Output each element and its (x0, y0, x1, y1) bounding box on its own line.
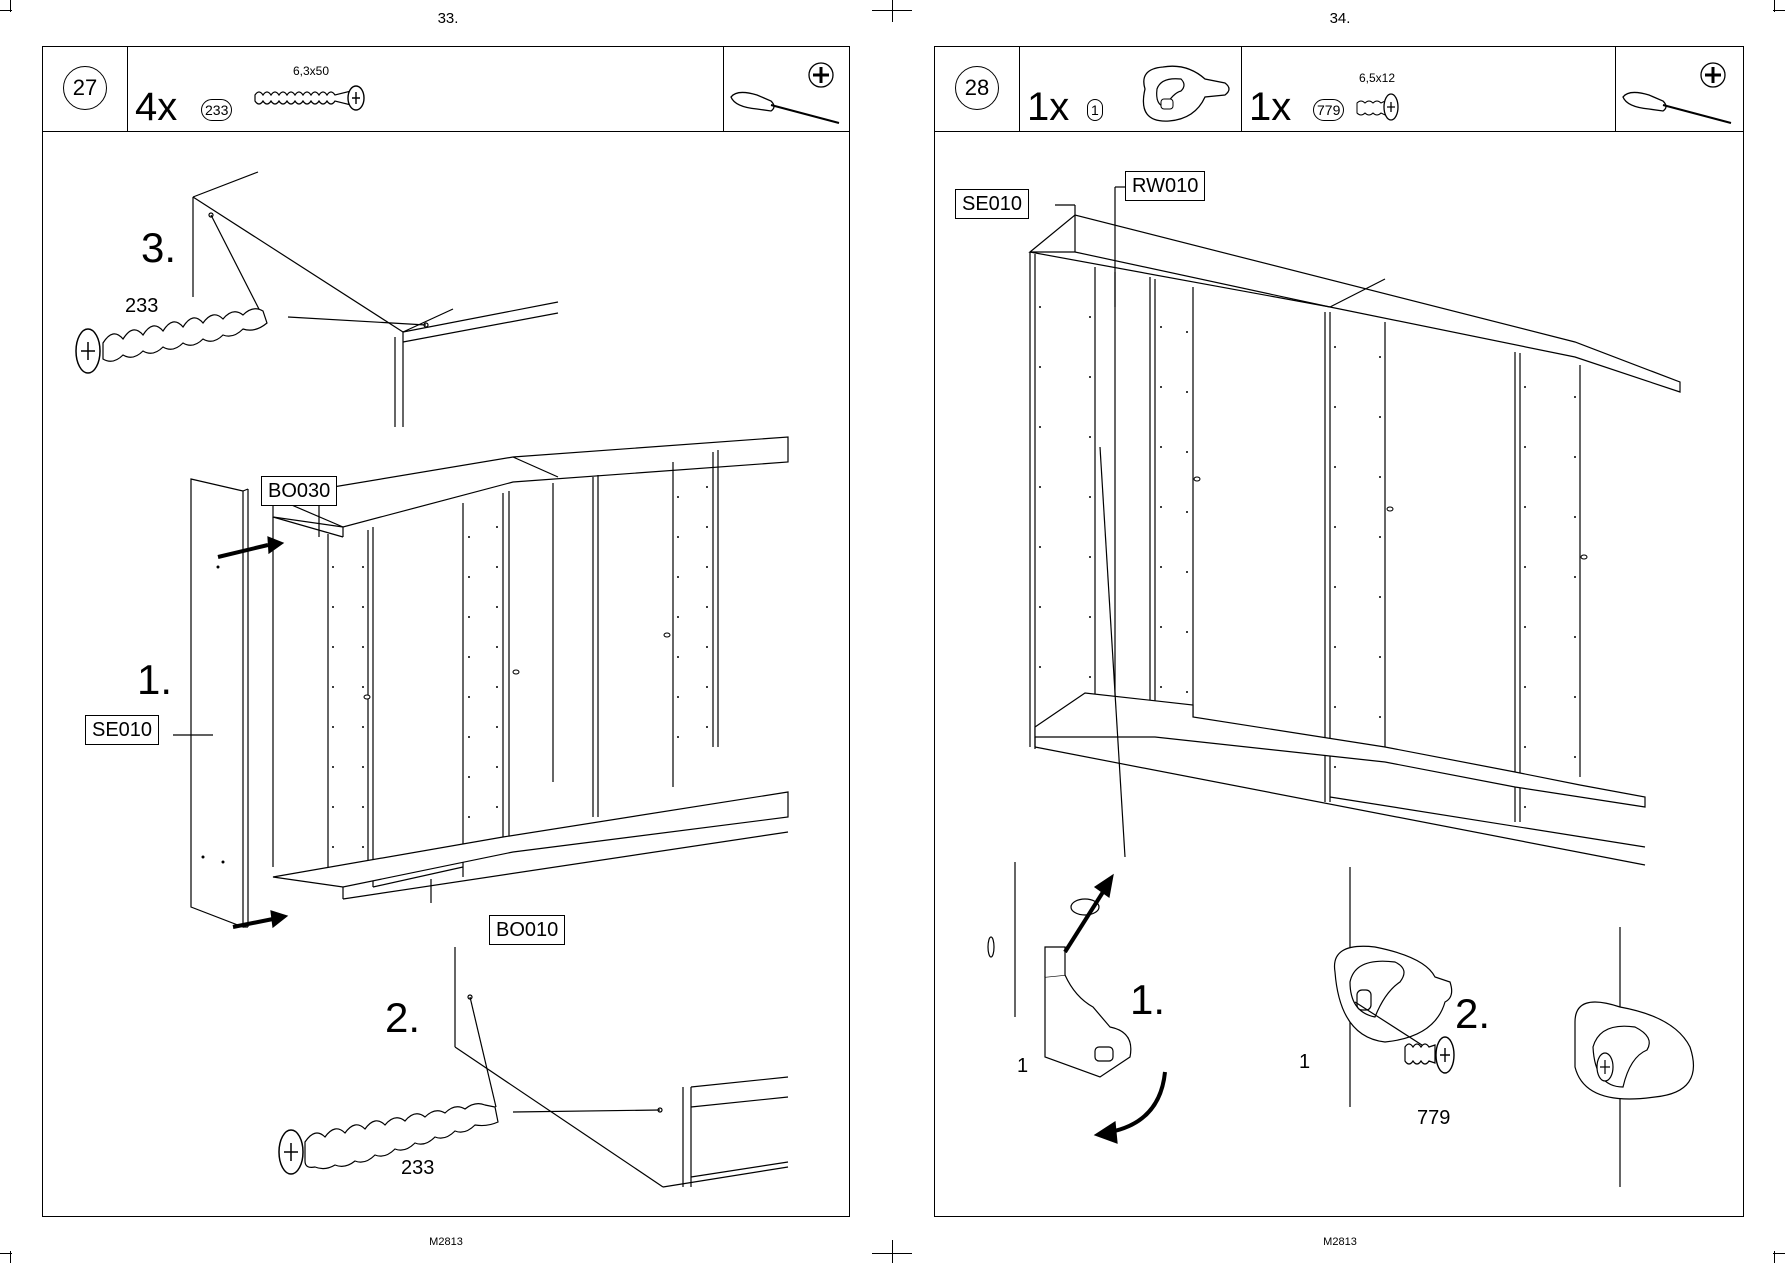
part-quantity: 4x (135, 85, 178, 129)
screw-233-icon (254, 85, 365, 111)
crop-mark (1773, 10, 1785, 11)
crop-mark (10, 0, 11, 12)
screw-label: 779 (1417, 1107, 1451, 1129)
part-a-quantity: 1x (1027, 85, 1070, 129)
page-footer: M2813 (429, 1236, 463, 1248)
part-b-quantity: 1x (1249, 85, 1292, 129)
crop-mark (1773, 1253, 1785, 1254)
page-footer: M2813 (1323, 1236, 1357, 1248)
crop-mark (10, 1251, 11, 1263)
assembly-illustration-step-27 (75, 171, 789, 1188)
crop-mark (1774, 0, 1775, 12)
assembly-illustration-step-28 (987, 186, 1694, 1187)
part-label-se010: SE010 (85, 715, 160, 745)
screw-label-bottom: 233 (401, 1157, 435, 1179)
part-label-rw010: RW010 (1125, 171, 1206, 201)
part-a-id-badge: 1 (1087, 99, 1103, 121)
step-header: 28 1x 1 1x 779 6,5x12 (935, 47, 1743, 132)
step-1-label: 1. (1130, 976, 1166, 1023)
screw-label-top: 233 (125, 295, 159, 317)
screwdriver-icon (1622, 62, 1732, 124)
crop-mark (1774, 1251, 1775, 1263)
part-b-id-badge: 779 (1313, 99, 1345, 121)
part-dimension: 6,3x50 (293, 64, 330, 78)
part-label-bo010: BO010 (489, 915, 566, 945)
part-b-dimension: 6,5x12 (1359, 71, 1396, 85)
crop-mark (0, 10, 12, 11)
step-number: 28 (955, 66, 999, 110)
part-id-badge: 233 (201, 99, 233, 121)
clip-bracket-icon (1142, 65, 1230, 122)
instruction-panel-left: 27 4x 233 6,3x50 (42, 46, 850, 1217)
step-2-label: 2. (1455, 990, 1491, 1037)
step-3-label: 3. (141, 224, 177, 271)
part-label-se010: SE010 (955, 189, 1030, 219)
step-number: 27 (63, 66, 107, 110)
crop-mark (892, 0, 893, 22)
clip-label: 1 (1017, 1055, 1029, 1077)
crop-mark (872, 1253, 912, 1254)
crop-mark (872, 10, 912, 11)
crop-mark (892, 1240, 893, 1263)
part-label-bo030: BO030 (261, 476, 338, 506)
clip-label: 1 (1299, 1051, 1311, 1073)
instruction-panel-right: 28 1x 1 1x 779 6,5x12 (934, 46, 1744, 1217)
step-2-label: 2. (385, 994, 421, 1041)
page-number: 34. (1329, 10, 1351, 27)
page-number: 33. (437, 10, 459, 27)
step-1-label: 1. (137, 656, 173, 703)
step-header: 27 4x 233 6,3x50 (43, 47, 849, 132)
screwdriver-icon (730, 62, 840, 124)
screw-779-icon (1356, 93, 1399, 121)
crop-mark (0, 1253, 12, 1254)
